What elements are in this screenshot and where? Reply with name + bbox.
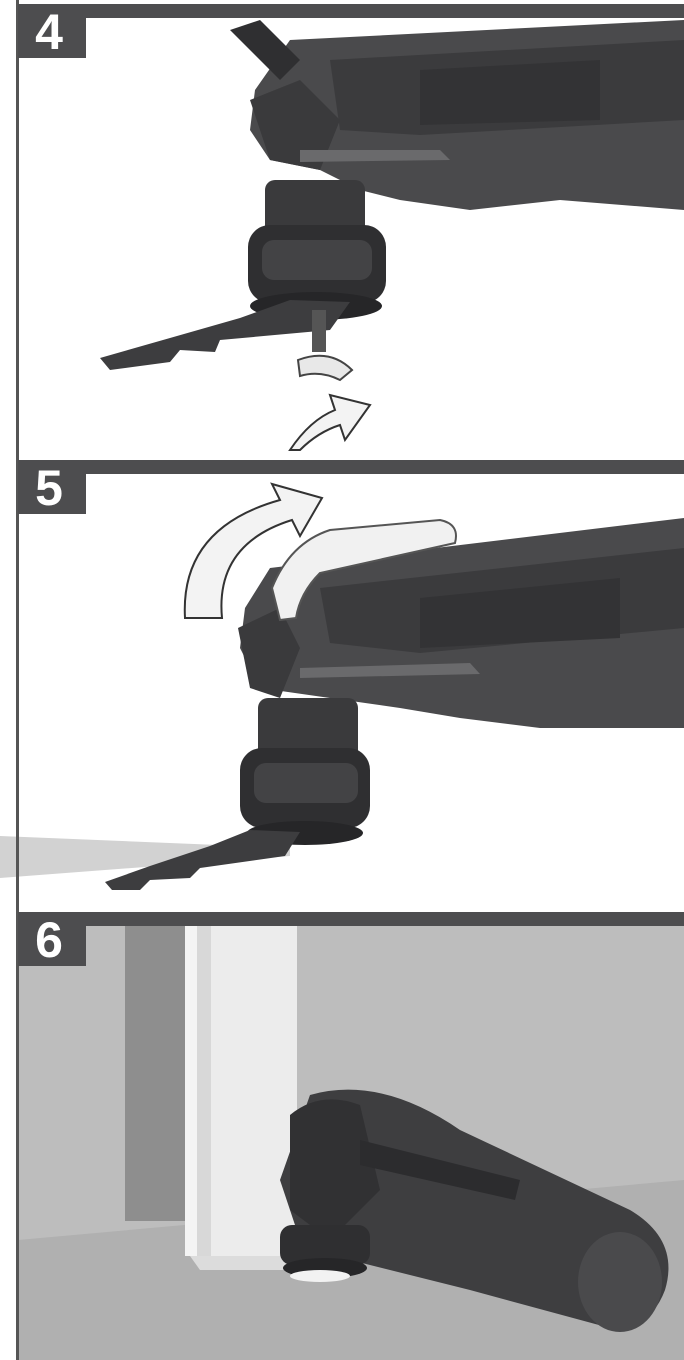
oscillating-head: [240, 698, 370, 845]
oscillating-head: [280, 1225, 370, 1282]
step-5-illustration: [0, 458, 684, 910]
step-5-panel: 5: [0, 458, 684, 910]
step-6-header-bar: [18, 912, 684, 926]
step-4-panel: 4: [0, 0, 684, 458]
step-5-number-box: 5: [18, 460, 86, 514]
step-5-header-bar: [18, 460, 684, 474]
step-6-left-rule: [16, 910, 19, 1360]
step-6-illustration: [0, 910, 684, 1360]
step-4-header-bar: [18, 4, 684, 18]
step-4-left-rule: [16, 0, 19, 458]
step-5-left-rule: [16, 458, 19, 910]
curved-arrow-up-icon: [290, 395, 370, 450]
step-4-number: 4: [18, 4, 80, 58]
step-4-illustration: [0, 0, 684, 458]
step-4-number-box: 4: [18, 4, 86, 58]
step-6-panel: 6: [0, 910, 684, 1360]
step-6-number-box: 6: [18, 912, 86, 966]
step-6-number: 6: [18, 912, 80, 966]
step-5-number: 5: [18, 460, 80, 514]
oscillating-head: [248, 180, 386, 320]
door-casing: [125, 926, 310, 1270]
